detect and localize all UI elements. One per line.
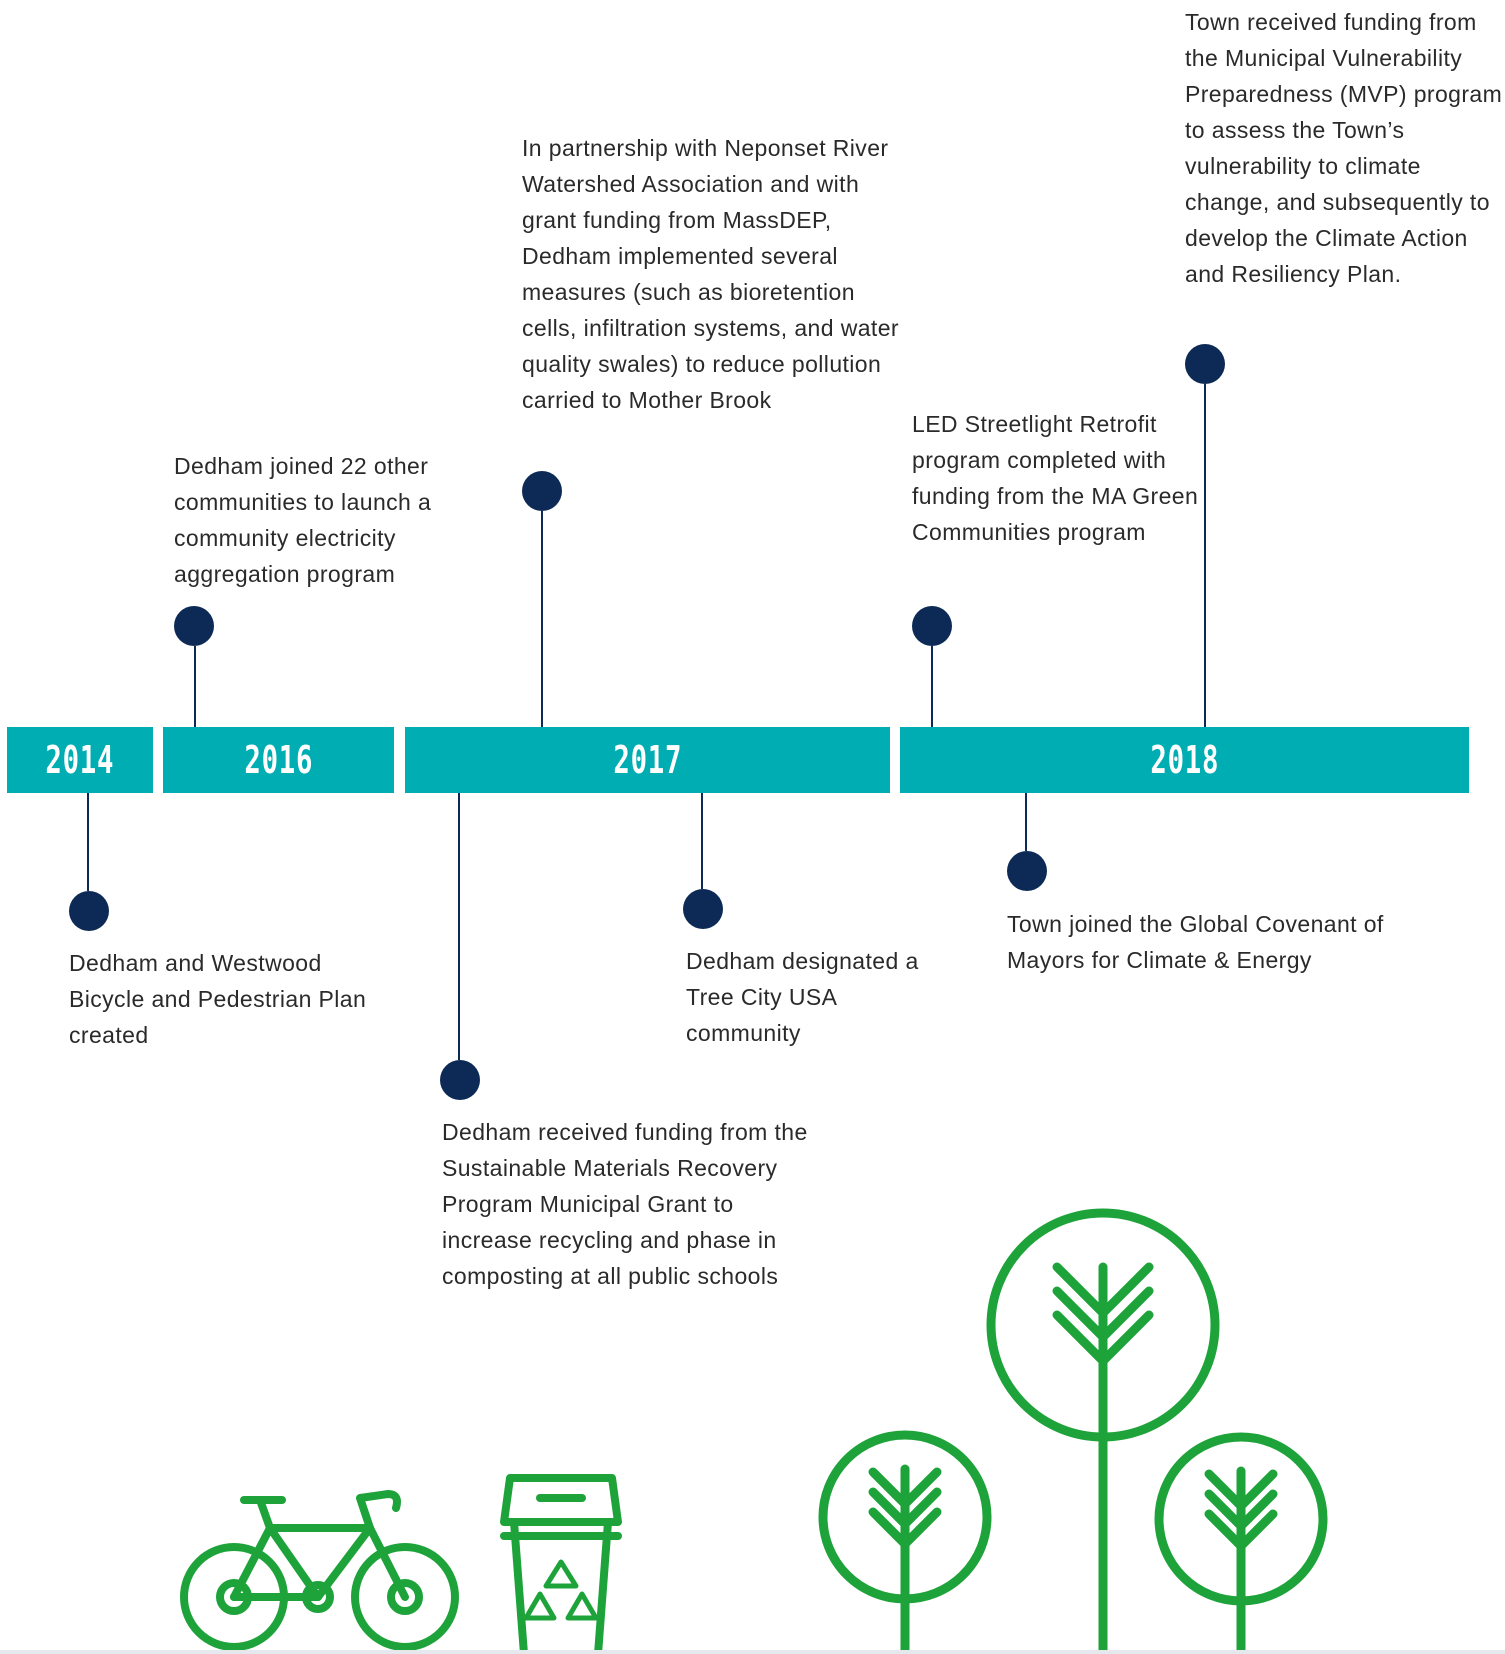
year-bar-2017: 2017 xyxy=(405,727,890,793)
event-connector xyxy=(701,793,703,889)
event-text: Dedham designated a Tree City USA commun… xyxy=(686,948,919,1046)
event-connector xyxy=(1204,384,1206,727)
event-marker xyxy=(1185,344,1225,384)
event-connector xyxy=(87,793,89,891)
event-marker xyxy=(69,891,109,931)
event-marker xyxy=(522,471,562,511)
event-connector xyxy=(1025,793,1027,851)
bicycle-icon xyxy=(180,1490,459,1651)
event-marker xyxy=(440,1060,480,1100)
event-marker xyxy=(174,606,214,646)
event-marker xyxy=(912,606,952,646)
event-marker xyxy=(1007,851,1047,891)
event-text: Town received funding from the Municipal… xyxy=(1185,9,1503,287)
trees-icon xyxy=(818,1208,1328,1654)
year-label: 2017 xyxy=(613,738,682,782)
event-text: LED Streetlight Retrofit program complet… xyxy=(912,411,1199,545)
year-label: 2014 xyxy=(45,738,115,782)
event-connector xyxy=(458,793,460,1060)
event-connector xyxy=(194,646,196,727)
event-connector xyxy=(541,511,543,727)
bottom-rule xyxy=(0,1650,1505,1654)
event-text: Dedham received funding from the Sustain… xyxy=(442,1119,808,1289)
year-bar-2018: 2018 xyxy=(900,727,1469,793)
event-text: Town joined the Global Covenant of Mayor… xyxy=(1007,911,1384,973)
event-text: Dedham joined 22 other communities to la… xyxy=(174,453,432,587)
recycling-bin-icon xyxy=(500,1474,622,1654)
year-label: 2018 xyxy=(1150,738,1219,782)
event-connector xyxy=(931,646,933,727)
year-bar-2014: 2014 xyxy=(7,727,153,793)
year-bar-2016: 2016 xyxy=(163,727,394,793)
event-text: Dedham and Westwood Bicycle and Pedestri… xyxy=(69,950,367,1048)
year-label: 2016 xyxy=(244,738,313,782)
event-marker xyxy=(683,889,723,929)
event-text: In partnership with Neponset River Water… xyxy=(522,135,899,413)
